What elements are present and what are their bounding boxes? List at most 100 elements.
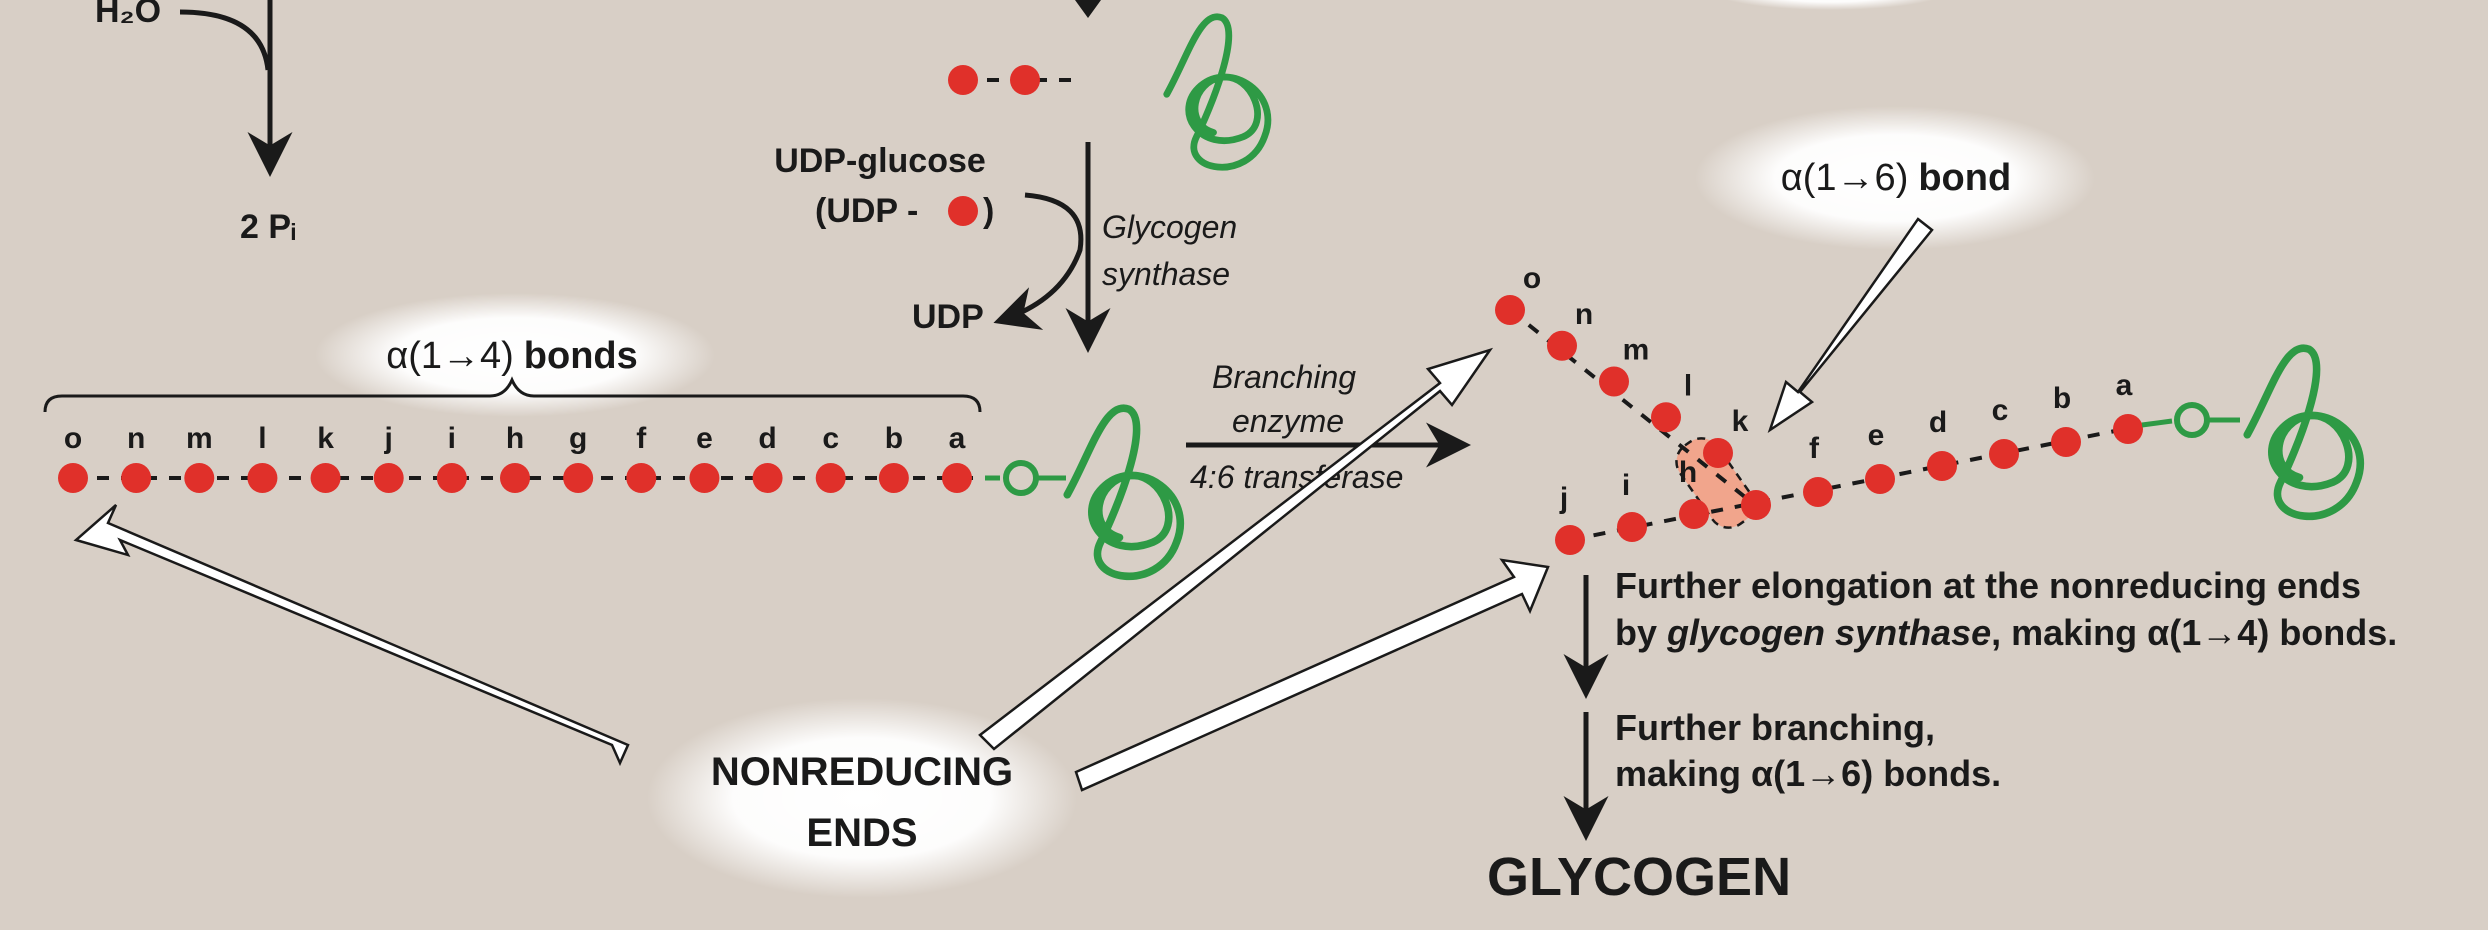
alpha14-label-prefix: α(1→4) (386, 335, 514, 377)
udp-glucose-symbol (948, 196, 978, 226)
alpha14-label-suffix: bonds (524, 335, 638, 377)
main-branch-bonds (1569, 426, 2131, 542)
elongation-line2-enzyme: glycogen synthase (1666, 612, 1991, 653)
alpha16-label-suffix: bond (1918, 157, 2011, 199)
lower-letter-i: i (1622, 469, 1630, 502)
main-residue-e (1865, 464, 1895, 494)
branch-letter-k: k (1732, 405, 1749, 438)
glow-nonreducing (647, 698, 1077, 898)
udp-release-curve (993, 192, 1084, 330)
udp-label: UDP (912, 298, 984, 336)
main-letter-f: f (1809, 432, 1820, 465)
residue-letter-k: k (317, 422, 334, 455)
glucose-residue-l (247, 463, 278, 493)
branched-link-bond (2141, 418, 2173, 428)
residue-letter-h: h (506, 422, 524, 455)
glow-alpha16 (1695, 106, 2095, 250)
linear-chain-glucose (58, 463, 972, 493)
main-residue-d (1927, 451, 1957, 481)
primer-glucose-1 (948, 65, 978, 95)
synthase-label-line2: synthase (1102, 256, 1230, 292)
alpha14-label: α(1→4)bonds (386, 335, 638, 377)
glucose-residue-f (626, 463, 657, 493)
glucose-residue-k (310, 463, 341, 493)
alpha16-pointer-arrow (1767, 217, 1934, 434)
glycogenin-protein (1163, 13, 1272, 171)
udp-glucose-formula-open: (UDP - (815, 192, 918, 230)
branch-residue-l (1651, 402, 1681, 433)
glucose-residue-m (184, 463, 215, 493)
alpha16-annotation: α(1→6)bond (1767, 157, 2011, 434)
branch-residue-o (1495, 295, 1525, 325)
main-letter-c: c (1992, 394, 2009, 427)
pyrophosphatase-step: H₂O 2 Pᵢ (95, 0, 296, 246)
main-letter-e: e (1868, 419, 1885, 452)
udp-glucose-label: UDP-glucose (774, 142, 986, 180)
residue-letter-e: e (696, 422, 713, 455)
branching-step: Branching enzyme 4:6 transferase (1186, 359, 1471, 495)
elongation-line2-suffix: , making α(1→4) bonds. (1991, 612, 2397, 653)
elongation-line2: by glycogen synthase, making α(1→4) bond… (1615, 612, 2397, 653)
further-branching-line1: Further branching, (1615, 707, 1935, 748)
branch-letter-l: l (1684, 369, 1692, 402)
residue-letter-j: j (384, 422, 393, 455)
branch-letter-n: n (1575, 298, 1593, 331)
lower-residue-h (1679, 499, 1709, 529)
glow-alpha14 (315, 293, 715, 417)
glucose-residue-i (436, 463, 467, 493)
glycogen-label: GLYCOGEN (1487, 847, 1791, 907)
branch-residue-k (1703, 438, 1733, 468)
branching-label-line3: 4:6 transferase (1190, 459, 1403, 495)
nonreducing-arrow-left (73, 504, 630, 767)
main-residue-a (2113, 414, 2143, 444)
branch-residue-n (1547, 330, 1577, 361)
udp-glucose-formula-close: ) (983, 192, 994, 230)
residue-letter-o: o (64, 422, 82, 455)
main-residue-b (2051, 427, 2081, 457)
branch-glucose (1495, 295, 2143, 555)
glucose-residue-h (500, 463, 530, 493)
residue-letter-d: d (758, 422, 776, 455)
glow-top-right (1726, 0, 1934, 10)
branch-residue-m (1599, 366, 1629, 397)
residue-letter-i: i (448, 422, 456, 455)
elongation-line2-prefix: by (1615, 612, 1667, 653)
nonreducing-arrows: NONREDUCING ENDS (73, 347, 1550, 855)
primer-glucose-2 (1010, 65, 1040, 95)
protein-coil-path (1163, 13, 1272, 171)
primer-chain (948, 0, 1272, 171)
alpha16-label: α(1→6)bond (1781, 157, 2011, 199)
primer-in-arrowhead (1075, 0, 1101, 18)
main-residue-f (1803, 477, 1833, 507)
alpha14-brace (43, 376, 982, 413)
main-letter-b: b (2053, 382, 2071, 415)
glucose-residue-n (121, 463, 152, 493)
lower-residue-i (1617, 512, 1647, 542)
main-letter-a: a (2116, 369, 2133, 402)
lower-residue-j (1555, 525, 1585, 555)
lower-letter-j: j (1559, 482, 1568, 515)
nonreducing-arrow-branch (978, 347, 1494, 751)
protein-coil-path (2243, 344, 2365, 520)
branched-link-oxygen (2174, 402, 2210, 438)
nonreducing-label-line2: ENDS (806, 811, 917, 855)
branch-letter-m: m (1623, 334, 1650, 367)
nonreducing-arrow-lower (1074, 558, 1550, 792)
main-residue-c (1989, 439, 2019, 469)
protein-coil-path (1063, 404, 1185, 580)
water-curve (179, 9, 271, 71)
branching-label-line1: Branching (1212, 359, 1356, 395)
residue-letter-a: a (949, 422, 966, 455)
residue-letter-n: n (127, 422, 145, 455)
linear-glycogenin-protein (1063, 404, 1185, 580)
branch-letter-o: o (1523, 262, 1541, 295)
branch-point-highlight (1675, 437, 1755, 529)
elongation-line1: Further elongation at the nonreducing en… (1615, 565, 2361, 606)
branch-point-residue (1741, 490, 1771, 520)
